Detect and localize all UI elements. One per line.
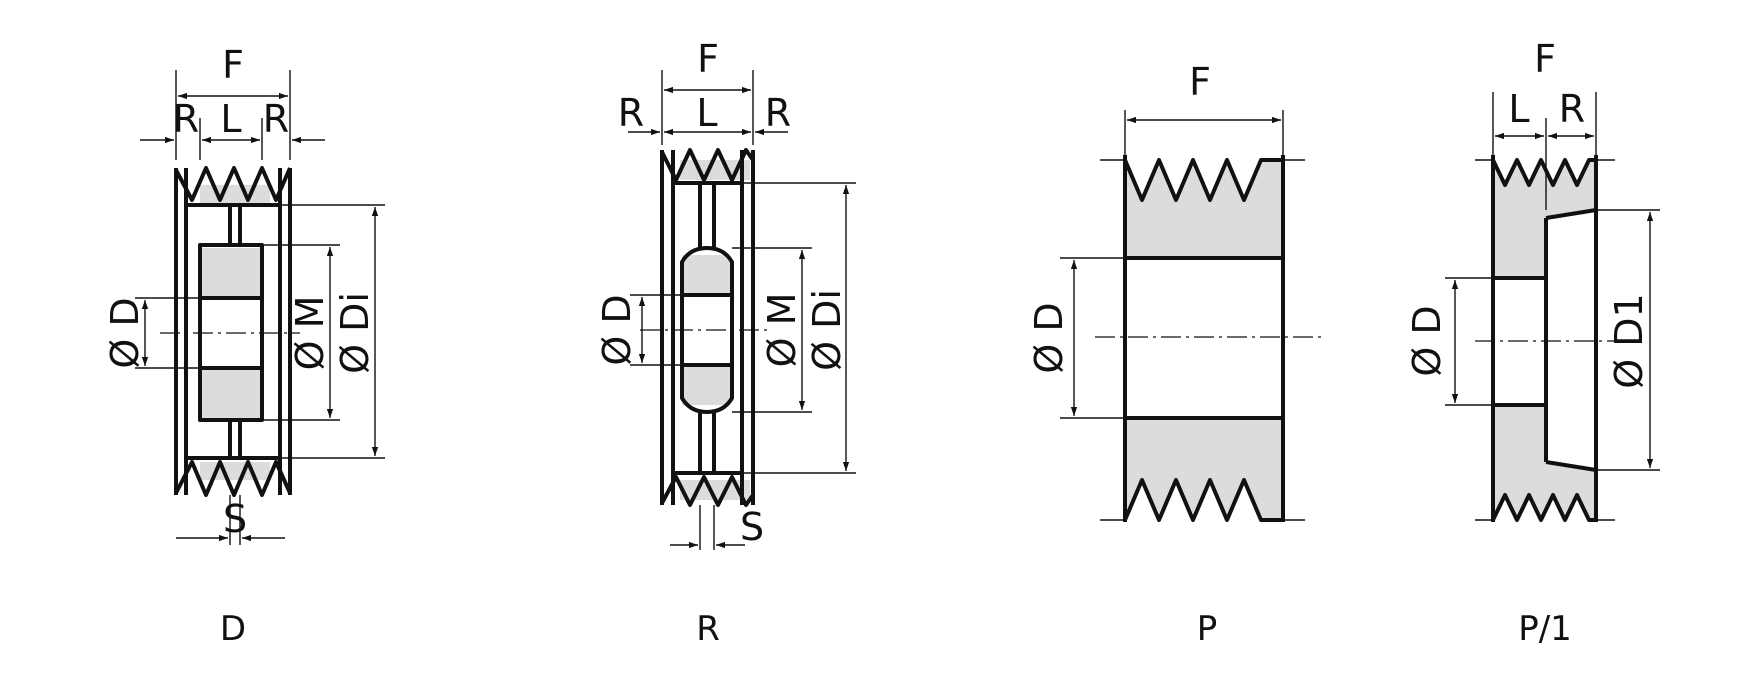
r-rim-inner (673, 181, 742, 475)
r-rim-outline (660, 150, 755, 505)
d-rim-lower-section (200, 462, 270, 480)
d-webs (228, 205, 242, 458)
d-rim-inner (186, 203, 280, 460)
d-top-grooves (174, 166, 292, 202)
p1-label-r: R (1559, 87, 1585, 131)
d-rim-outline (174, 168, 292, 495)
d-hub-lower-section (202, 368, 260, 418)
r-label-r-right: R (765, 91, 791, 135)
r-top-grooves (660, 148, 755, 182)
r-label-s: S (740, 505, 764, 549)
p1-label-l: L (1508, 87, 1529, 131)
d-label-f: F (222, 43, 244, 87)
d-label-l: L (220, 97, 241, 141)
p-top-grooves (1123, 158, 1283, 202)
r-caption: R (696, 609, 720, 649)
r-label-diameter-d: Ø D (595, 294, 639, 365)
p1-label-diameter-d1: Ø D1 (1607, 293, 1651, 388)
d-label-r-left: R (173, 97, 199, 141)
r-rim-lower-section (680, 480, 750, 500)
r-hub-lower-section (682, 365, 730, 405)
r-spokes (698, 183, 716, 473)
r-label-r-left: R (618, 91, 644, 135)
d-label-diameter-di: Ø Di (333, 292, 377, 374)
p1-hub-recess (1544, 208, 1597, 472)
d-hub-upper-section (202, 248, 260, 298)
r-label-diameter-di: Ø Di (805, 289, 849, 371)
pulley-type-p1-drawing: F L R Ø D Ø D1 P/1 (1405, 37, 1660, 649)
p1-outline (1491, 155, 1598, 522)
p-caption: P (1197, 609, 1218, 649)
r-hub (680, 246, 734, 414)
p-lower-section (1125, 418, 1283, 520)
r-label-f: F (697, 37, 719, 81)
p-outline (1123, 155, 1285, 522)
pulley-type-p-drawing: F Ø D P (1027, 60, 1325, 649)
p-upper-section (1125, 160, 1283, 258)
pulley-type-r-drawing: F R L R S Ø D Ø M Ø Di R (595, 37, 856, 649)
d-bottom-grooves (174, 460, 292, 497)
d-label-diameter-d: Ø D (103, 297, 147, 368)
r-hub-upper-section (682, 255, 730, 295)
r-label-diameter-m: Ø M (760, 293, 804, 368)
pulley-type-d-drawing: F R L R S Ø D Ø M Ø Di D (103, 43, 385, 649)
p-label-f: F (1189, 60, 1211, 104)
d-label-s: S (223, 497, 247, 541)
p1-caption: P/1 (1518, 609, 1572, 649)
r-bottom-grooves (660, 475, 755, 507)
d-label-diameter-m: Ø M (288, 296, 332, 371)
p1-label-f: F (1534, 37, 1556, 81)
p-label-diameter-d: Ø D (1027, 302, 1071, 373)
p1-top-grooves (1491, 158, 1596, 187)
d-label-r-right: R (263, 97, 289, 141)
p1-bottom-grooves (1491, 493, 1596, 522)
p1-lower-section (1493, 405, 1596, 520)
p-bottom-grooves (1123, 478, 1283, 522)
p1-label-diameter-d: Ø D (1405, 305, 1449, 376)
d-rim-upper-section (200, 185, 270, 203)
d-caption: D (220, 609, 246, 649)
r-label-l: L (696, 91, 717, 135)
